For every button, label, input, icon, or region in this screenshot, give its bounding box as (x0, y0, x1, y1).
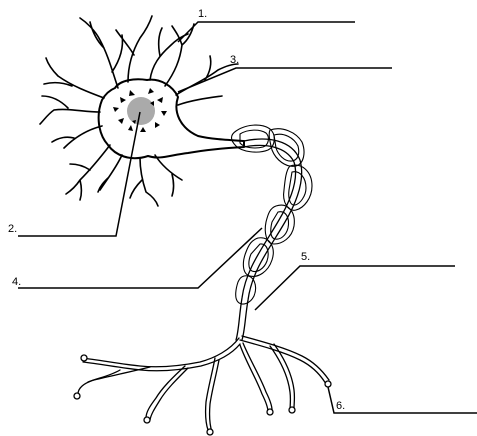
label-5: 5. (301, 251, 310, 263)
label-6: 6. (336, 400, 345, 412)
leader-line-2 (18, 112, 140, 236)
myelin-sheath (232, 125, 313, 304)
axon (236, 139, 302, 340)
leader-line-3 (178, 68, 392, 92)
nucleus (127, 97, 155, 125)
label-1: 1. (198, 8, 207, 20)
leader-line-4 (18, 228, 262, 288)
leader-line-5 (255, 266, 455, 310)
leader-line-6 (328, 387, 477, 413)
leader-line-1 (178, 22, 355, 42)
synaptic-knobs (74, 355, 331, 435)
label-3: 3. (230, 54, 239, 66)
cell-body (99, 79, 244, 158)
label-2: 2. (8, 223, 17, 235)
label-4: 4. (12, 276, 21, 288)
axon-terminals (78, 336, 329, 432)
